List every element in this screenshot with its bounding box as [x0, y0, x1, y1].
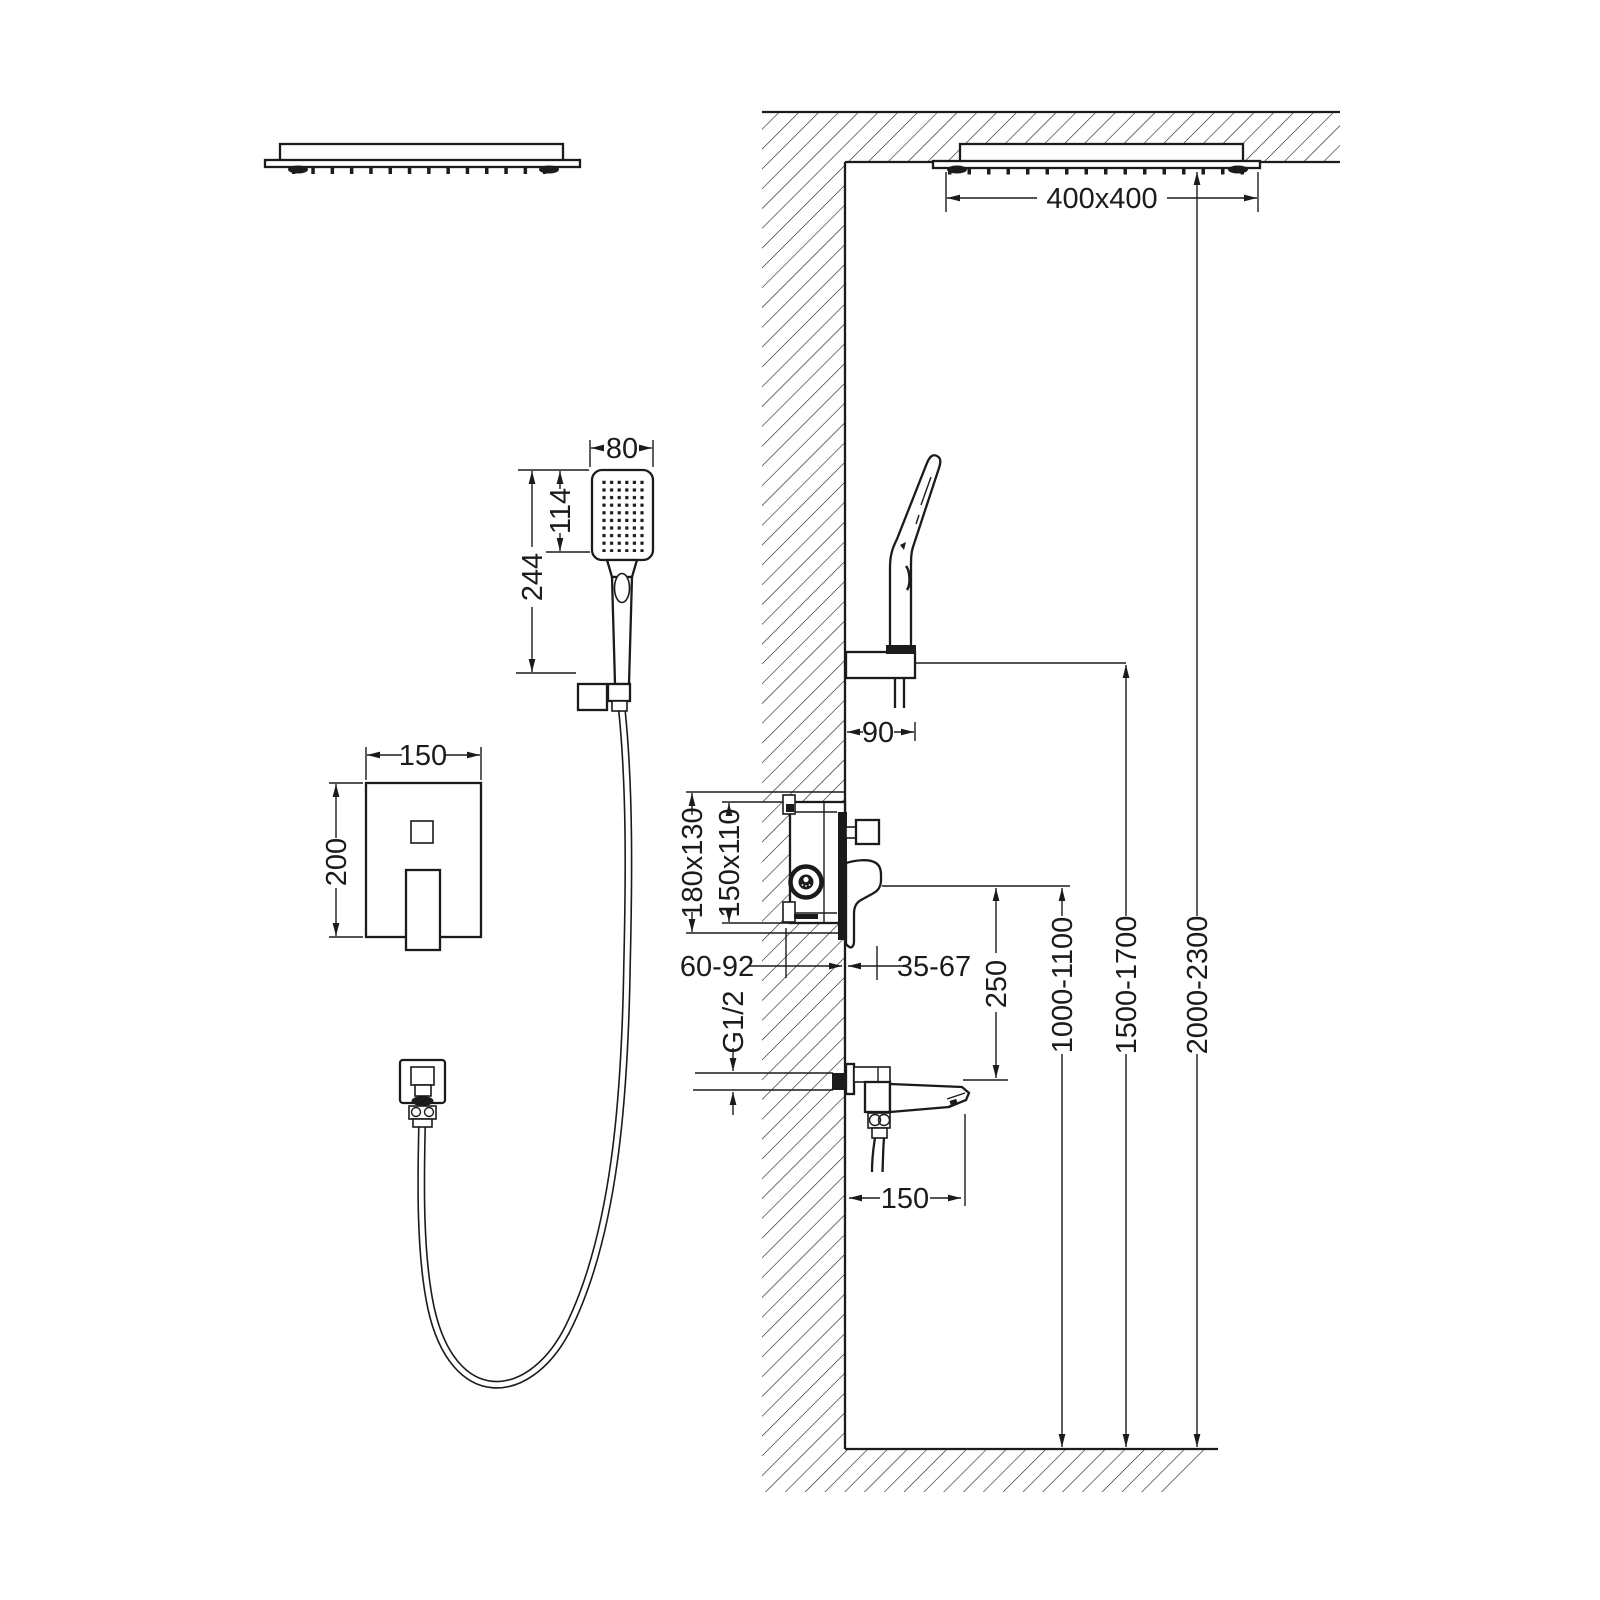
concealed-valve-side-view [782, 794, 883, 949]
dim-box-outer: 180x130 [677, 807, 709, 918]
dim-spout-reach: 150 [881, 1183, 929, 1215]
wall-ceiling-hatch [762, 112, 1340, 1492]
rain-head-body [278, 142, 565, 163]
dim-plate-height: 200 [321, 838, 353, 886]
dim-plate-width: 150 [399, 740, 447, 772]
dim-projection: 35-67 [897, 951, 971, 983]
rain-head-recessed-body [958, 142, 1245, 164]
nut-detail [423, 1106, 435, 1118]
mixer-lever-side [844, 859, 883, 949]
cartridge [788, 864, 824, 900]
dim-holder-height: 1500-1700 [1111, 916, 1143, 1055]
mount-tab-bottom [782, 901, 796, 923]
hand-shower-front-view [417, 468, 655, 1389]
dim-hand-shower-width: 80 [606, 433, 638, 465]
spout-body [863, 1080, 892, 1114]
spout-connector [853, 1066, 891, 1083]
dim-spout-thread: G1/2 [718, 991, 750, 1054]
spout-wall-connection [832, 1073, 845, 1090]
dim-holder-projection: 90 [862, 717, 894, 749]
dim-hand-shower-face: 114 [545, 488, 577, 534]
hose-collar [412, 1118, 433, 1128]
spray-face [601, 479, 645, 552]
dim-ceiling-head-height: 2000-2300 [1182, 916, 1214, 1055]
shower-hose-core [418, 708, 631, 1388]
extension-lines [686, 172, 1259, 1206]
hand-shower-on-wall [844, 454, 942, 708]
bath-spout-side-view [832, 1062, 971, 1173]
dim-embed-depth: 60-92 [680, 951, 754, 983]
bend-notch [900, 542, 906, 550]
spout-collar [871, 1127, 888, 1139]
nozzle-group-right [539, 165, 559, 174]
holder-clamp [886, 645, 916, 654]
elbow-seal [411, 1096, 434, 1106]
mode-button [613, 572, 631, 604]
mixer-lever [404, 868, 442, 952]
nozzle-group-right [1228, 165, 1248, 174]
dimension-labels: 80 114 244 150 200 90 400x400 180x130 15… [321, 183, 1214, 1215]
mixer-trim-plate-front [364, 781, 483, 952]
dim-box-inner: 150x110 [714, 808, 746, 917]
spout-hose-stub [870, 1137, 886, 1173]
button-edge [904, 565, 911, 591]
ceiling-shower-installed [931, 142, 1262, 175]
dimension-lines [329, 172, 1257, 1447]
hose-nut [606, 682, 632, 703]
dim-hand-shower-length: 244 [517, 553, 549, 601]
faceplate-seal [838, 812, 847, 940]
wall-outlet-elbow [398, 1058, 447, 1128]
nut-detail [410, 1106, 422, 1118]
wall-holder [844, 650, 917, 680]
spout-arm [888, 1082, 971, 1114]
elbow-body [410, 1066, 435, 1086]
dim-mixer-height: 1000-1100 [1047, 917, 1079, 1054]
ceiling-shower-side-view [263, 142, 582, 174]
elbow-outlet [414, 1084, 432, 1097]
box-internals [795, 802, 837, 923]
diverter-knob [854, 818, 881, 846]
hose-stub [893, 678, 906, 708]
dim-ceiling-head-size: 400x400 [1046, 183, 1157, 215]
dim-spout-to-mixer: 250 [981, 960, 1013, 1008]
diverter-stem [845, 826, 857, 839]
diverter-button [410, 820, 434, 844]
spout-flange [844, 1062, 856, 1096]
hand-shower-profile [888, 454, 942, 654]
wall-bracket [576, 682, 609, 712]
rain-head-plate [263, 158, 582, 169]
floor-hatch [845, 1449, 1218, 1492]
rain-head-installed-plate [931, 159, 1262, 170]
wall-section [762, 110, 1340, 1492]
cartridge-icon [803, 876, 809, 883]
rough-in-box [788, 800, 847, 925]
nozzle-group-left [947, 165, 967, 174]
hose-collar [611, 700, 628, 712]
nozzle-group-left [288, 165, 308, 174]
